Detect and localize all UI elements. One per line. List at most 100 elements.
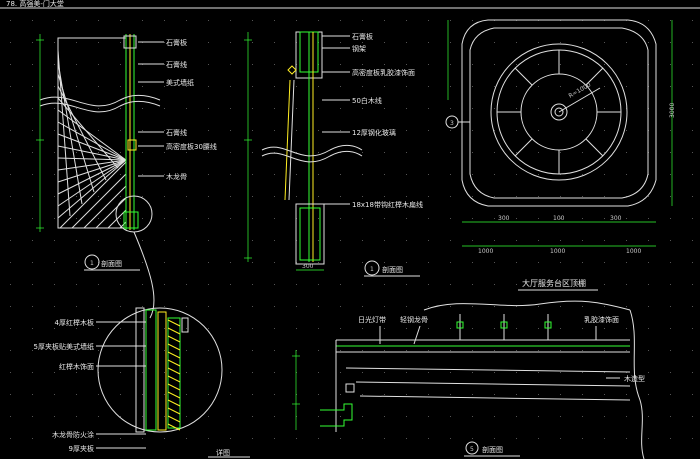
grid-dot xyxy=(384,438,385,439)
hatch-line xyxy=(57,157,127,161)
grid-dot xyxy=(362,174,363,175)
grid-dot xyxy=(340,284,341,285)
grid-dot xyxy=(494,416,495,417)
grid-dot xyxy=(208,174,209,175)
grid-dot xyxy=(318,372,319,373)
dimension-text: 300 xyxy=(610,215,622,222)
grid-dot xyxy=(648,394,649,395)
grid-dot xyxy=(76,328,77,329)
grid-dot xyxy=(692,86,693,87)
hatch-line xyxy=(57,145,127,161)
grid-dot xyxy=(692,262,693,263)
grid-dot xyxy=(274,86,275,87)
grid-dot xyxy=(208,218,209,219)
grid-dot xyxy=(450,262,451,263)
grid-dot xyxy=(274,42,275,43)
grid-dot xyxy=(230,372,231,373)
grid-dot xyxy=(428,174,429,175)
grid-dot xyxy=(164,174,165,175)
grid-dot xyxy=(560,350,561,351)
grid-dot xyxy=(428,438,429,439)
grid-dot xyxy=(98,240,99,241)
grid-dot xyxy=(494,64,495,65)
grid-dot xyxy=(494,218,495,219)
grid-dot xyxy=(670,394,671,395)
grid-dot xyxy=(582,86,583,87)
grid-dot xyxy=(582,108,583,109)
grid-dot xyxy=(428,328,429,329)
grid-dot xyxy=(318,196,319,197)
grid-dot xyxy=(692,196,693,197)
dimension-text: 300 xyxy=(302,263,314,270)
grid-dot xyxy=(428,130,429,131)
grid-dot xyxy=(32,42,33,43)
grid-dot xyxy=(384,152,385,153)
grid-dot xyxy=(10,262,11,263)
grid-dot xyxy=(186,372,187,373)
annotation-label: 石膏板 xyxy=(166,38,187,47)
grid-dot xyxy=(516,152,517,153)
grid-dot xyxy=(582,350,583,351)
grid-dot xyxy=(384,218,385,219)
grid-dot xyxy=(538,284,539,285)
hatch-line xyxy=(167,391,181,399)
grid-dot xyxy=(384,42,385,43)
grid-dot xyxy=(472,108,473,109)
grid-dot xyxy=(252,86,253,87)
grid-dot xyxy=(428,20,429,21)
grid-dot xyxy=(164,306,165,307)
grid-dot xyxy=(54,174,55,175)
grid-dot xyxy=(32,240,33,241)
grid-dot xyxy=(384,306,385,307)
grid-dot xyxy=(296,350,297,351)
grid-dot xyxy=(10,42,11,43)
grid-dot xyxy=(538,306,539,307)
grid-dot xyxy=(252,350,253,351)
grid-dot xyxy=(516,64,517,65)
grid-dot xyxy=(516,174,517,175)
grid-dot xyxy=(164,350,165,351)
grid-dot xyxy=(164,42,165,43)
caption-number: 1 xyxy=(90,260,94,267)
grid-dot xyxy=(582,394,583,395)
grid-dot xyxy=(582,438,583,439)
grid-dot xyxy=(604,152,605,153)
grid-dot xyxy=(692,372,693,373)
grid-dot xyxy=(384,64,385,65)
base-frame xyxy=(299,207,321,261)
grid-dot xyxy=(164,20,165,21)
grid-dot xyxy=(648,350,649,351)
grid-dot xyxy=(274,262,275,263)
grid-dot xyxy=(296,284,297,285)
grid-dot xyxy=(32,20,33,21)
dimension-text: 1000 xyxy=(626,248,641,255)
grid-dot xyxy=(208,394,209,395)
grid-dot xyxy=(428,416,429,417)
grid-dot xyxy=(208,152,209,153)
grid-dot xyxy=(164,196,165,197)
chandelier-center xyxy=(550,103,568,121)
grid-dot xyxy=(538,108,539,109)
grid-dot xyxy=(692,152,693,153)
grid-dot xyxy=(120,438,121,439)
grid-dot xyxy=(538,328,539,329)
grid-dot xyxy=(186,262,187,263)
grid-dot xyxy=(142,372,143,373)
hanger-clip xyxy=(456,321,464,329)
grid-dot xyxy=(670,20,671,21)
grid-dot xyxy=(494,262,495,263)
grid-dot xyxy=(208,108,209,109)
grid-dot xyxy=(582,262,583,263)
grid-dot xyxy=(76,416,77,417)
grid-dot xyxy=(252,196,253,197)
grid-dot xyxy=(340,196,341,197)
grid-dot xyxy=(516,394,517,395)
grid-dot xyxy=(670,350,671,351)
annotation-label: 4厚红榉木板 xyxy=(55,318,94,327)
annotation-label: 高密度板乳胶漆饰面 xyxy=(352,68,415,77)
grid-dot xyxy=(318,108,319,109)
annotation-label: 钢架 xyxy=(352,44,366,53)
grid-dot xyxy=(274,306,275,307)
grid-dot xyxy=(164,240,165,241)
